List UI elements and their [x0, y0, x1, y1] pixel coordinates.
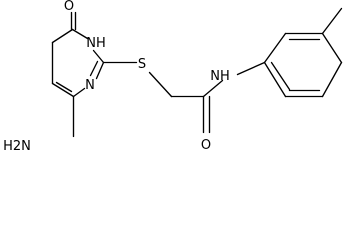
ring-oxygen-label: O: [64, 0, 74, 14]
amino-label: H2N: [3, 139, 31, 154]
ring-n-label: N: [85, 78, 95, 93]
sulfur-label: S: [138, 57, 146, 72]
bond-c4-c5-double: [55, 81, 73, 93]
bond-c2-n3-double: [89, 60, 99, 77]
amide-oxygen-label: O: [201, 138, 211, 153]
bond-methyl: [321, 7, 343, 35]
bond-aryl-1: [263, 32, 287, 64]
bond-s-ch2: [148, 71, 173, 98]
bond-aryl-6-inner: [270, 61, 291, 91]
bond-n1-c2: [92, 49, 105, 64]
bond-n3-c4: [72, 87, 86, 98]
bond-c2-n3: [95, 61, 105, 80]
bond-c6-n1: [71, 28, 89, 40]
bond-lines: [51, 7, 343, 138]
bond-c4-c5: [51, 82, 75, 98]
atom-labels: O NH N H2N S NH O: [3, 0, 230, 154]
bond-aryl-6: [263, 61, 287, 98]
bond-n-aryl: [236, 61, 266, 76]
bond-c6-c5-upper: [51, 28, 74, 44]
bond-aryl-4: [321, 61, 343, 98]
ring-nh-label: NH: [86, 36, 106, 51]
bond-carbonyl-n: [202, 79, 224, 98]
bond-aryl-3: [321, 32, 343, 64]
chemical-structure-diagram: O NH N H2N S NH O: [3, 0, 343, 154]
amide-nh-label: NH: [210, 69, 230, 84]
